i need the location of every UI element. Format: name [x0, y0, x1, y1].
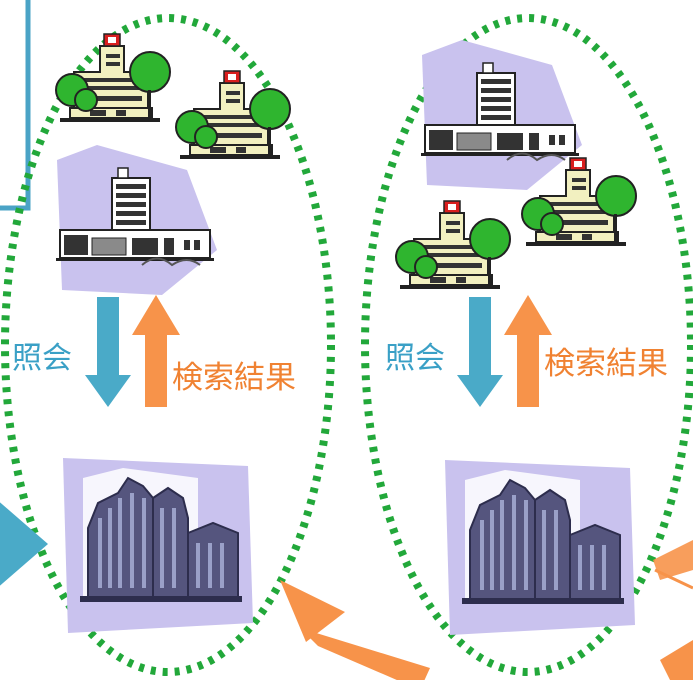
hospital-icon	[395, 200, 511, 290]
medical-center-icon	[420, 39, 583, 191]
result-arrow-right	[504, 295, 552, 407]
query-label-left: 照会	[12, 341, 72, 376]
medical-center-icon	[55, 144, 218, 296]
left-info-panel	[0, 0, 31, 211]
result-label-left: 検索結果	[172, 360, 296, 396]
group-boundary-left	[1, 14, 335, 676]
result-arrow-left	[132, 295, 180, 407]
query-arrow-left	[85, 297, 131, 407]
orange-line-right	[654, 568, 693, 590]
query-arrow-right	[457, 297, 503, 407]
result-label-right: 検索結果	[544, 346, 668, 382]
orange-arrow-bottom-right	[660, 640, 693, 680]
group-boundary-right	[361, 14, 693, 676]
data-center-building-icon	[62, 457, 254, 634]
orange-arrow-right-edge	[653, 540, 693, 580]
hospital-icon	[175, 70, 291, 160]
incoming-arrow-left	[0, 502, 48, 586]
hospital-icon	[55, 33, 171, 123]
query-label-right: 照会	[385, 341, 445, 376]
orange-arrow-bottom-center	[280, 580, 430, 684]
data-center-building-icon	[444, 459, 636, 636]
